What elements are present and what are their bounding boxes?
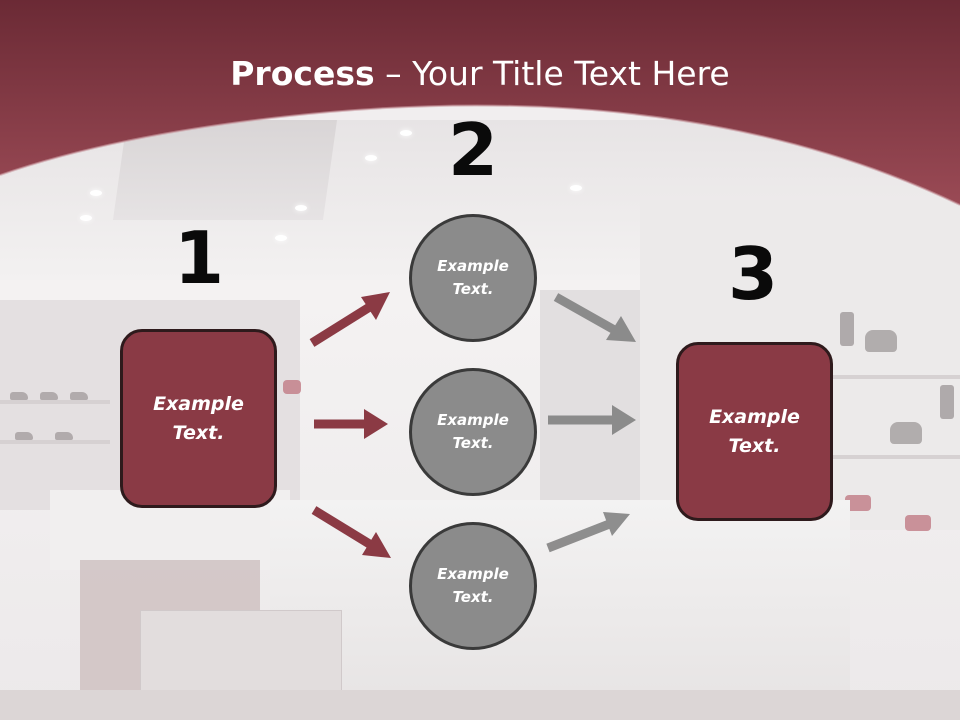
slide-title: Process – Your Title Text Here	[0, 52, 960, 96]
circle-bottom: Example Text.	[409, 522, 537, 650]
header-band: Process – Your Title Text Here	[0, 0, 960, 220]
title-bold: Process	[230, 54, 375, 93]
circle-middle-line2: Text.	[452, 434, 494, 452]
arrow-gray-up	[546, 512, 630, 553]
arrow-red-down	[311, 506, 391, 558]
arrow-gray-right	[548, 405, 636, 435]
arrow-red-right	[314, 409, 388, 439]
arrow-gray-down	[553, 293, 636, 342]
step-1-text-line1: Example	[153, 392, 244, 415]
circle-top-line1: Example	[437, 257, 509, 275]
step-1-box: Example Text.	[120, 329, 277, 508]
circle-bottom-line2: Text.	[452, 588, 494, 606]
circle-bottom-line1: Example	[437, 565, 509, 583]
step-number-1: 1	[173, 216, 225, 300]
circle-top-line2: Text.	[452, 280, 494, 298]
title-rest: – Your Title Text Here	[374, 54, 730, 93]
step-number-2: 2	[447, 108, 499, 192]
step-3-box: Example Text.	[676, 342, 833, 521]
circle-top: Example Text.	[409, 214, 537, 342]
circle-middle: Example Text.	[409, 368, 537, 496]
step-number-3: 3	[727, 232, 779, 316]
step-3-text-line1: Example	[709, 405, 800, 428]
circle-middle-line1: Example	[437, 411, 509, 429]
step-3-text-line2: Text.	[728, 434, 781, 457]
step-1-text-line2: Text.	[172, 421, 225, 444]
arrow-red-up	[309, 292, 390, 347]
